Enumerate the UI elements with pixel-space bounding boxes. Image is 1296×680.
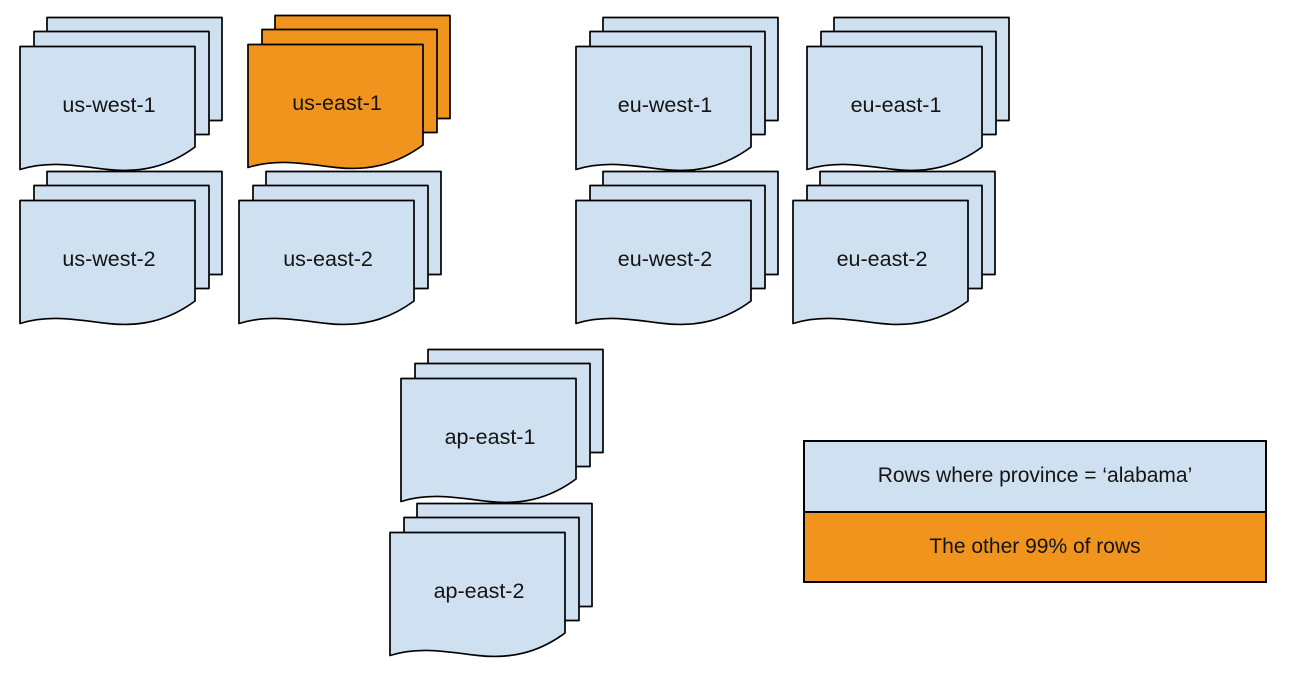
region-stack-us-east-1: us-east-1: [247, 14, 451, 170]
legend-item-other-rows: The other 99% of rows: [805, 510, 1265, 581]
legend-item-alabama-rows: Rows where province = ‘alabama’: [805, 442, 1265, 511]
legend-item-label: The other 99% of rows: [929, 534, 1141, 558]
region-label: eu-west-2: [618, 247, 712, 271]
region-stack-ap-east-1: ap-east-1: [400, 348, 604, 504]
region-label: us-east-2: [283, 247, 373, 271]
region-stack-eu-west-2: eu-west-2: [575, 170, 779, 326]
region-label: us-west-2: [62, 247, 155, 271]
region-stack-us-east-2: us-east-2: [238, 170, 442, 326]
region-label: eu-east-1: [851, 93, 942, 117]
region-stack-us-west-1: us-west-1: [19, 16, 223, 172]
region-stack-eu-west-1: eu-west-1: [575, 16, 779, 172]
region-label: eu-west-1: [618, 93, 712, 117]
region-stack-ap-east-2: ap-east-2: [389, 502, 593, 658]
region-stack-eu-east-1: eu-east-1: [806, 16, 1010, 172]
region-label: eu-east-2: [837, 247, 928, 271]
region-label: ap-east-2: [434, 579, 525, 603]
region-label: ap-east-1: [445, 425, 536, 449]
region-label: us-west-1: [62, 93, 155, 117]
region-label: us-east-1: [292, 91, 382, 115]
region-stack-us-west-2: us-west-2: [19, 170, 223, 326]
legend-item-label: Rows where province = ‘alabama’: [877, 464, 1193, 488]
legend: Rows where province = ‘alabama’ The othe…: [803, 440, 1267, 583]
region-stack-eu-east-2: eu-east-2: [792, 170, 996, 326]
